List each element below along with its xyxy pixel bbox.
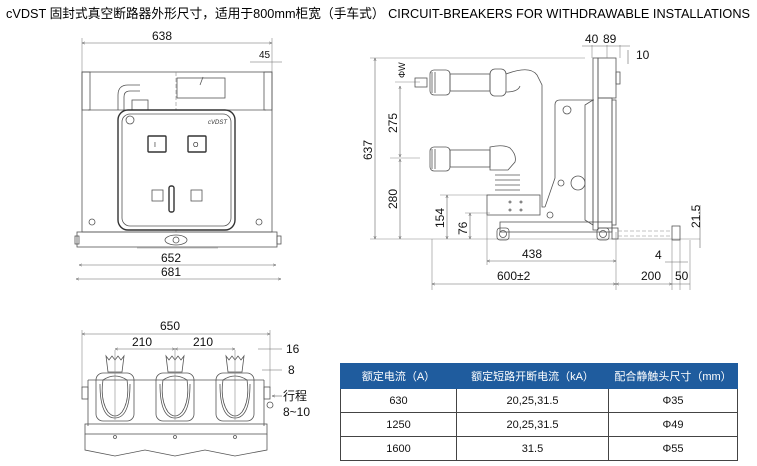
header-breaking-current: 额定短路开断电流（kA）	[456, 363, 609, 389]
dim-phi-w: ΦW	[397, 62, 407, 78]
dim-16: 16	[286, 342, 300, 356]
table-row: 1600 31.5 Φ55	[340, 436, 738, 461]
on-symbol: I	[154, 142, 156, 149]
dim-21-5: 21.5	[689, 204, 703, 228]
dim-275: 275	[386, 113, 400, 133]
dim-50: 50	[675, 269, 689, 283]
off-symbol: O	[193, 142, 199, 149]
cell-breaking: 31.5	[456, 436, 609, 461]
table-header-row: 额定电流（A） 额定短路开断电流（kA） 配合静触头尺寸（mm）	[340, 363, 738, 389]
travel-label: 行程	[283, 388, 307, 403]
side-view: 637 275 280 ΦW 154 76	[361, 32, 703, 290]
dim-652: 652	[161, 251, 181, 265]
header-rated-current: 额定电流（A）	[340, 363, 457, 389]
dim-154: 154	[433, 208, 447, 228]
dim-40: 40	[585, 32, 599, 46]
cell-contact: Φ49	[608, 412, 738, 437]
dim-4: 4	[655, 248, 662, 262]
close-button-on	[147, 135, 167, 153]
dim-210-b: 210	[193, 335, 213, 349]
dim-438: 438	[522, 247, 542, 261]
cell-breaking: 20,25,31.5	[456, 388, 609, 413]
cell-current: 1250	[340, 412, 457, 437]
cell-contact: Φ55	[608, 436, 738, 461]
dim-600: 600±2	[497, 269, 531, 283]
front-view: 638 45 cVDST I O 652 681	[74, 29, 282, 279]
table-row: 1250 20,25,31.5 Φ49	[340, 412, 738, 437]
page-title: cVDST 固封式真空断路器外形尺寸，适用于800mm柜宽（手车式） CIRCU…	[6, 6, 750, 21]
dim-200: 200	[641, 269, 661, 283]
dim-280: 280	[386, 189, 400, 209]
travel-value: 8~10	[283, 405, 310, 419]
top-view: 650 210 210 16 8 行程 8~10	[82, 319, 310, 457]
dim-650: 650	[160, 319, 180, 333]
dim-210-a: 210	[132, 335, 152, 349]
open-button-off	[187, 135, 207, 153]
dim-637: 637	[361, 140, 375, 160]
cell-breaking: 20,25,31.5	[456, 412, 609, 437]
dim-89: 89	[603, 32, 617, 46]
dim-681: 681	[161, 265, 181, 279]
cell-contact: Φ35	[608, 388, 738, 413]
dim-10: 10	[636, 48, 650, 62]
dim-638: 638	[152, 29, 172, 43]
brand-mark: cVDST	[208, 120, 228, 126]
cell-current: 1600	[340, 436, 457, 461]
spec-table: 额定电流（A） 额定短路开断电流（kA） 配合静触头尺寸（mm） 630 20,…	[340, 363, 738, 461]
dim-8: 8	[288, 363, 295, 377]
header-contact-size: 配合静触头尺寸（mm）	[608, 363, 738, 389]
table-row: 630 20,25,31.5 Φ35	[340, 388, 738, 413]
dim-45: 45	[259, 50, 271, 61]
cell-current: 630	[340, 388, 457, 413]
dim-76: 76	[456, 221, 470, 235]
